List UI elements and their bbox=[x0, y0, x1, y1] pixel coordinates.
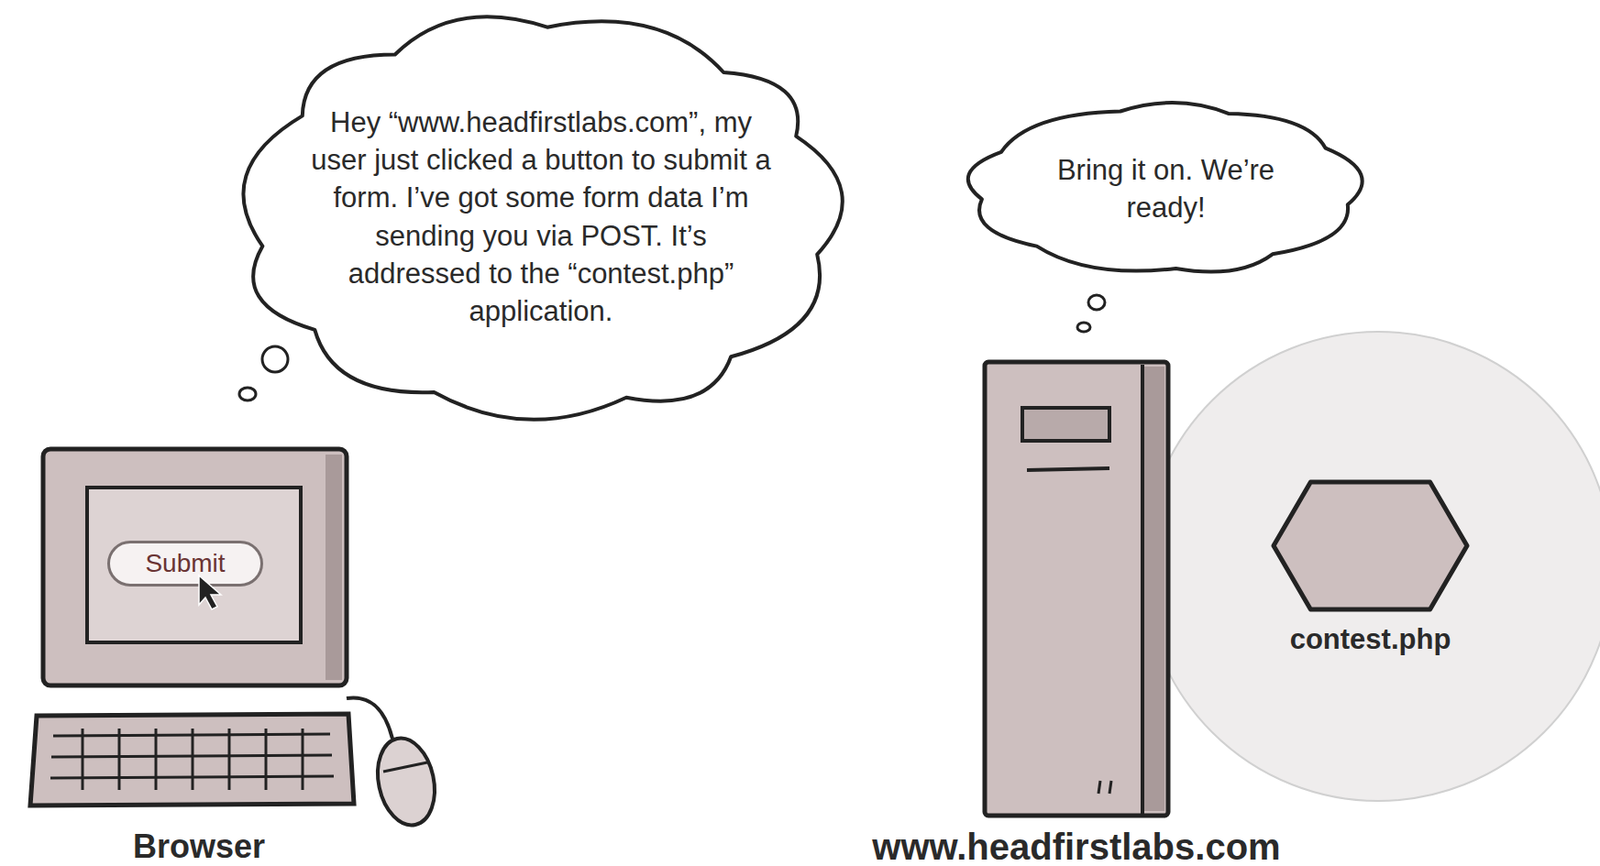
drive-slot bbox=[1022, 408, 1110, 442]
hexagon-outline bbox=[1270, 479, 1470, 613]
thought-dot bbox=[262, 346, 288, 373]
button-label: Submit bbox=[144, 549, 225, 579]
cloud-outline bbox=[959, 97, 1373, 281]
monitor bbox=[43, 449, 347, 686]
keyboard bbox=[30, 714, 354, 806]
tower-edge bbox=[1140, 364, 1145, 815]
thought-dot bbox=[239, 387, 256, 401]
hexagon-shape bbox=[1273, 482, 1468, 610]
cloud-outline bbox=[229, 5, 853, 429]
mouse bbox=[370, 733, 443, 831]
cloud-text-area: Bring it on. We’re ready! bbox=[959, 97, 1373, 281]
application-hexagon: contest.php bbox=[1270, 479, 1470, 663]
tower-side bbox=[1142, 366, 1165, 812]
mouse-cord bbox=[346, 697, 393, 740]
monitor-side bbox=[325, 454, 343, 681]
application-name: contest.php bbox=[1234, 623, 1507, 657]
cloud-path bbox=[242, 16, 842, 420]
thought-cloud: Bring it on. We’re ready! bbox=[959, 97, 1373, 281]
mouse-button bbox=[383, 762, 428, 773]
thought-dot bbox=[1088, 295, 1105, 310]
thought-text: Bring it on. We’re ready! bbox=[1028, 151, 1304, 227]
thought-cloud: Hey “www.headfirstlabs.com”, my user jus… bbox=[229, 5, 853, 429]
screen bbox=[87, 487, 301, 643]
tower-mark bbox=[1098, 781, 1101, 795]
server-tower bbox=[984, 362, 1169, 817]
submit-button: Submit bbox=[107, 540, 264, 587]
keyboard-keys bbox=[50, 728, 334, 791]
computer-label: Browser bbox=[132, 827, 265, 866]
thought-dot bbox=[1077, 322, 1091, 332]
drive-line bbox=[1026, 468, 1110, 471]
mouse-cursor bbox=[198, 575, 221, 610]
tower-mark bbox=[1109, 781, 1112, 795]
app-circle bbox=[1143, 331, 1600, 802]
cloud-text-area: Hey “www.headfirstlabs.com”, my user jus… bbox=[229, 5, 853, 429]
server-label: www.headfirstlabs.com bbox=[871, 827, 1280, 866]
cloud-path bbox=[968, 102, 1363, 272]
thought-text: Hey “www.headfirstlabs.com”, my user jus… bbox=[307, 103, 775, 331]
